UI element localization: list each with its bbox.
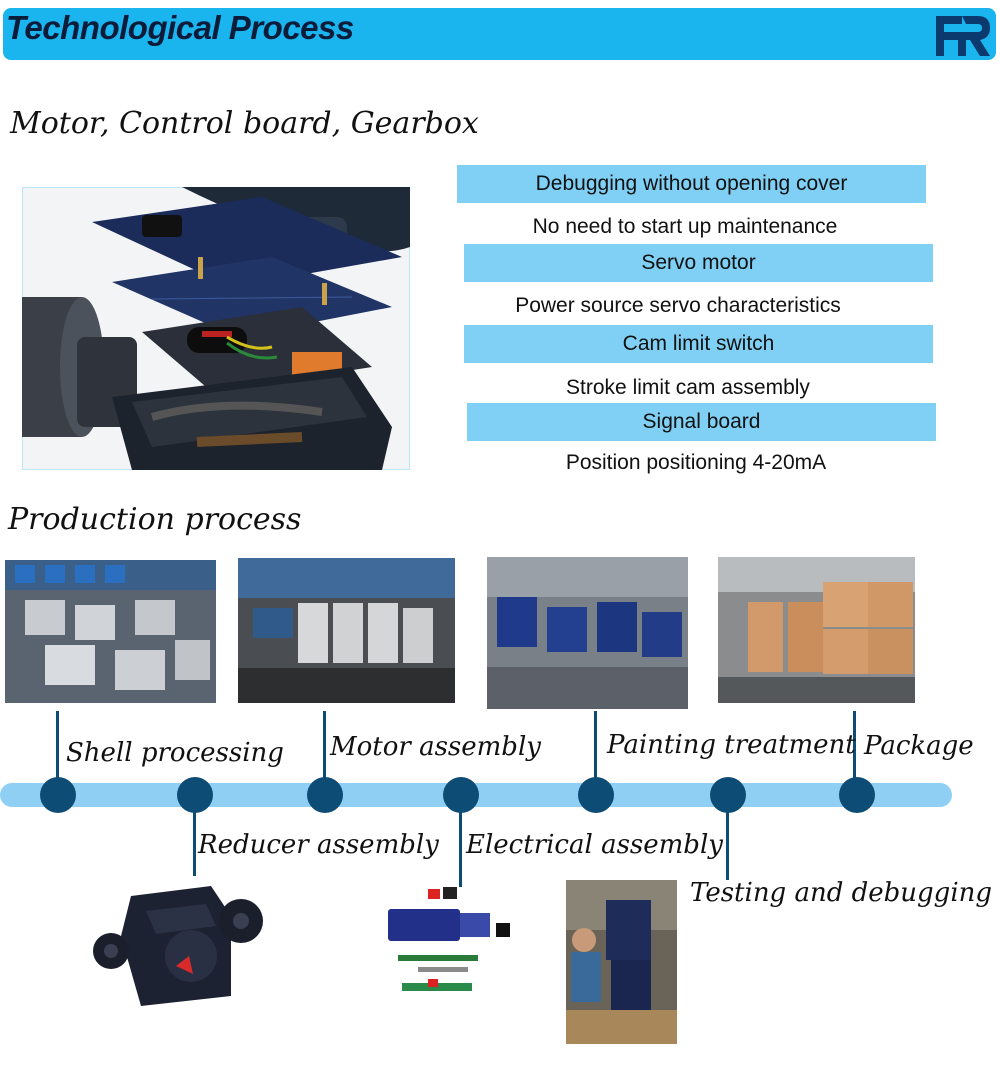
timeline-node-electrical [443, 777, 479, 813]
step-label-painting: Painting treatment [607, 730, 856, 760]
connector-package [853, 711, 856, 791]
connector-electrical [459, 800, 462, 890]
step-label-electrical: Electrical assembly [466, 830, 723, 860]
timeline-node-motor [307, 777, 343, 813]
connector-shell [56, 711, 59, 791]
package-photo [718, 557, 915, 703]
step-label-shell: Shell processing [66, 738, 284, 768]
feature-description-maintenance: No need to start up maintenance [532, 215, 838, 238]
timeline-node-testing [710, 777, 746, 813]
section-title-motor: Motor, Control board, Gearbox [10, 106, 479, 141]
painting-treatment-photo [487, 557, 688, 709]
feature-heading-signal-board: Signal board [467, 403, 936, 441]
feature-description-cam: Stroke limit cam assembly [566, 376, 810, 399]
step-label-motor: Motor assembly [330, 732, 541, 762]
timeline-node-painting [578, 777, 614, 813]
feature-heading-servo-motor: Servo motor [464, 244, 933, 282]
shell-processing-photo [5, 560, 216, 703]
testing-debugging-photo [566, 880, 677, 1044]
timeline-node-package [839, 777, 875, 813]
connector-motor [323, 711, 326, 791]
exploded-actuator-image [22, 187, 410, 470]
step-label-package: Package [864, 731, 974, 761]
fr-logo-icon [936, 16, 990, 56]
timeline-node-shell [40, 777, 76, 813]
reducer-assembly-image [91, 876, 271, 1011]
feature-heading-debugging: Debugging without opening cover [457, 165, 926, 203]
header-banner [3, 8, 996, 60]
timeline-node-reducer [177, 777, 213, 813]
connector-reducer [193, 800, 196, 880]
step-label-testing: Testing and debugging [690, 878, 993, 908]
connector-painting [594, 711, 597, 791]
feature-description-signal: Position positioning 4-20mA [565, 451, 827, 474]
connector-testing [726, 800, 729, 880]
motor-assembly-photo [238, 558, 455, 703]
feature-description-servo: Power source servo characteristics [515, 294, 841, 317]
step-label-reducer: Reducer assembly [198, 830, 439, 860]
electrical-assembly-image [388, 887, 526, 1009]
section-title-production: Production process [8, 502, 302, 537]
page-title: Technological Process [6, 9, 354, 46]
feature-heading-cam-limit-switch: Cam limit switch [464, 325, 933, 363]
